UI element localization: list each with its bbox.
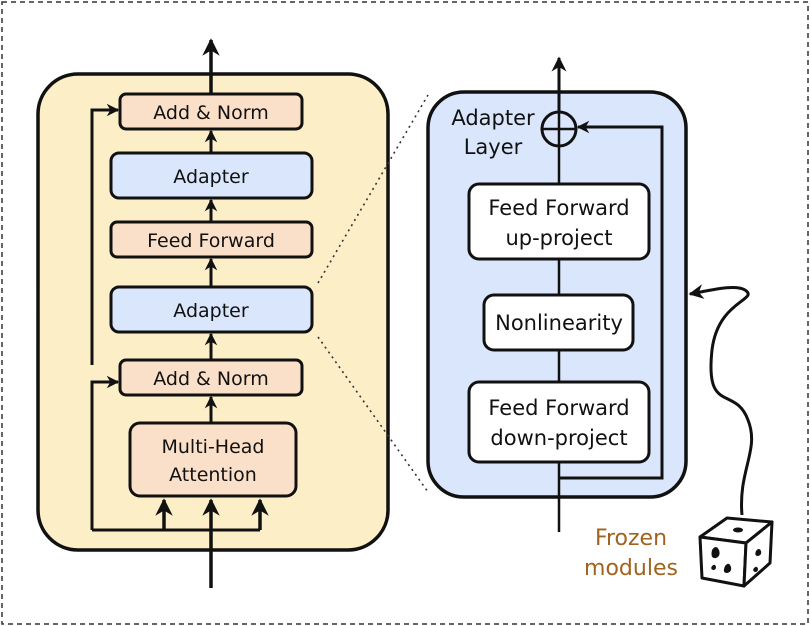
zoom-line-bottom [317,336,429,493]
adapter-layer-title-line2: Layer [464,135,523,159]
frozen-label-line1: Frozen [595,526,667,551]
mha-label-line1: Multi-Head [162,436,265,458]
feed-forward-up-project-box [467,182,651,261]
adapter-layer-title-line1: Adapter [451,106,535,130]
down-project-label-line1: Feed Forward [488,396,629,420]
feed-forward-label: Feed Forward [147,230,275,252]
add-norm-bottom-label: Add & Norm [153,368,269,390]
down-project-label-line2: down-project [490,426,627,450]
add-norm-top-label: Add & Norm [153,102,269,124]
nonlinearity-box [482,293,635,352]
adapter-top-label: Adapter [173,166,249,188]
frozen-pointer-arrow [688,284,754,516]
nonlinearity-label: Nonlinearity [495,311,623,335]
mha-label-line2: Attention [169,464,257,486]
frozen-label-line2: modules [584,556,678,581]
zoom-line-top [317,94,429,284]
ice-cube-icon [698,516,774,588]
feed-forward-down-project-box [467,380,651,464]
up-project-label-line2: up-project [505,226,612,250]
adapter-skip-connection [559,120,664,480]
adapter-bottom-label: Adapter [173,300,249,322]
up-project-label-line1: Feed Forward [488,196,629,220]
residual-path-bottom [90,375,120,530]
multi-head-attention-box [128,421,298,498]
residual-path-top [90,103,120,365]
